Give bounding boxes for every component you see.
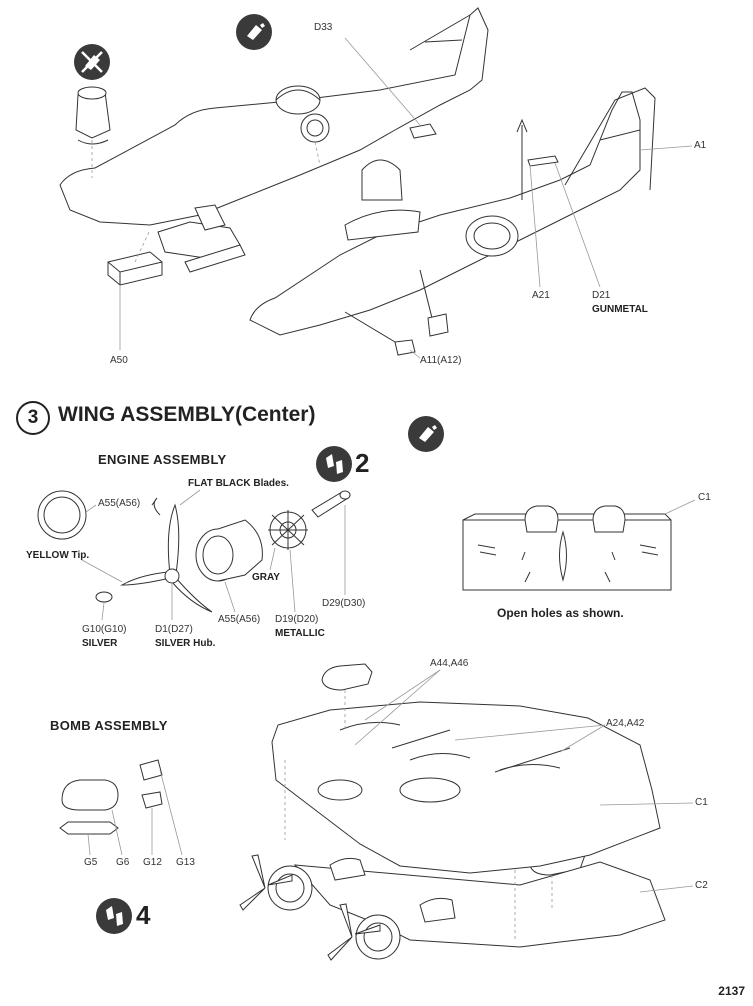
wing-center-panel-drawing (462, 499, 696, 591)
label-a21: A21 (532, 290, 550, 301)
label-g13: G13 (176, 857, 195, 868)
engine-assembly-heading: ENGINE ASSEMBLY (98, 452, 227, 467)
label-c1-wing: C1 (695, 797, 708, 808)
paint-yellow: YELLOW Tip. (26, 550, 90, 561)
page-number: 2137 (718, 984, 745, 998)
step-title: WING ASSEMBLY(Center) (58, 403, 316, 426)
step-number: 3 (16, 401, 50, 435)
paint-gunmetal: GUNMETAL (592, 304, 648, 315)
label-g10: G10(G10) (82, 624, 127, 635)
label-c1-panel: C1 (698, 492, 711, 503)
paint-silver-hub: SILVER Hub. (155, 638, 216, 649)
label-d1: D1(D27) (155, 624, 193, 635)
reference-icon-engine (316, 446, 352, 482)
glue-icon-wing (408, 416, 444, 452)
no-glue-icon (74, 44, 110, 80)
label-a1: A1 (694, 140, 707, 151)
label-a24: A24,A42 (606, 718, 645, 729)
paint-gray: GRAY (252, 572, 280, 583)
label-a50: A50 (110, 355, 128, 366)
glue-icon (236, 14, 272, 50)
open-holes-note: Open holes as shown. (497, 606, 624, 620)
fuselage-drawing (59, 7, 656, 356)
bomb-ref-number: 4 (136, 900, 151, 930)
label-g6: G6 (116, 857, 130, 868)
paint-metallic: METALLIC (275, 628, 325, 639)
label-g12: G12 (143, 857, 162, 868)
main-wing-drawing (239, 663, 694, 961)
bomb-drawing (59, 759, 183, 856)
bomb-assembly-heading: BOMB ASSEMBLY (50, 718, 168, 733)
top-leader-lines (119, 37, 693, 359)
paint-silver: SILVER (82, 638, 118, 649)
label-c2-wing: C2 (695, 880, 708, 891)
label-d29: D29(D30) (322, 598, 366, 609)
label-d21: D21 (592, 290, 611, 301)
label-a55-bottom: A55(A56) (218, 614, 261, 625)
label-g5: G5 (84, 857, 98, 868)
label-a44: A44,A46 (430, 658, 469, 669)
engine-drawing (37, 489, 351, 621)
label-a55-top: A55(A56) (98, 498, 141, 509)
label-d19: D19(D20) (275, 614, 319, 625)
label-d33: D33 (314, 22, 333, 33)
paint-flat-black: FLAT BLACK Blades. (188, 478, 289, 489)
engine-ref-number: 2 (355, 448, 370, 478)
label-a11: A11(A12) (420, 355, 462, 366)
reference-icon-bomb (96, 898, 132, 934)
